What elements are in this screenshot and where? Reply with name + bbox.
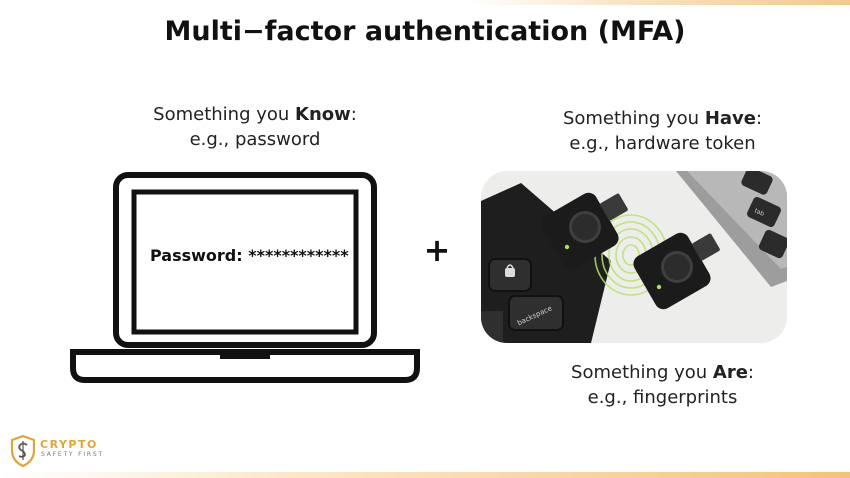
logo-name: CRYPTO	[40, 438, 98, 451]
caption-know-prefix: Something you	[153, 104, 296, 125]
caption-have: Something you Have: e.g., hardware token	[520, 106, 805, 156]
logo-tagline: SAFETY FIRST	[41, 451, 104, 458]
caption-have-example: e.g., hardware token	[569, 133, 756, 154]
plus-sign: +	[423, 231, 451, 269]
caption-are-line: Something you Are:	[520, 360, 805, 385]
bottom-accent-bar	[0, 472, 850, 478]
caption-know-keyword: Know	[295, 104, 351, 125]
laptop-icon	[70, 172, 420, 383]
caption-know-example: e.g., password	[189, 129, 321, 150]
caption-are-example: e.g., fingerprints	[587, 387, 738, 408]
hardware-token-illustration: backspace tab	[481, 171, 787, 343]
slide-title: Multi−factor authentication (MFA)	[164, 16, 686, 47]
caption-have-suffix: :	[755, 108, 763, 129]
caption-know: Something you Know: e.g., password	[120, 102, 390, 152]
hardware-token-photo: backspace tab	[481, 171, 787, 343]
caption-have-keyword: Have	[704, 108, 756, 129]
caption-have-prefix: Something you	[562, 108, 705, 129]
shield-icon	[10, 434, 36, 468]
caption-are: Something you Are: e.g., fingerprints	[520, 360, 805, 410]
caption-are-prefix: Something you	[571, 362, 713, 383]
caption-know-line: Something you Know:	[120, 102, 390, 127]
caption-know-suffix: :	[350, 104, 357, 125]
crypto-safety-first-logo	[10, 434, 36, 468]
security-key-token	[633, 232, 720, 310]
tab-key	[747, 197, 781, 227]
password-field-text: Password: ************	[150, 246, 349, 265]
tab-key-label: tab	[753, 207, 765, 218]
caption-are-keyword: Are	[712, 362, 748, 383]
caption-are-suffix: :	[747, 362, 754, 383]
backspace-key	[508, 295, 564, 331]
security-key-token	[541, 192, 628, 270]
caption-have-line: Something you Have:	[520, 106, 805, 131]
top-accent-bar	[0, 0, 850, 5]
